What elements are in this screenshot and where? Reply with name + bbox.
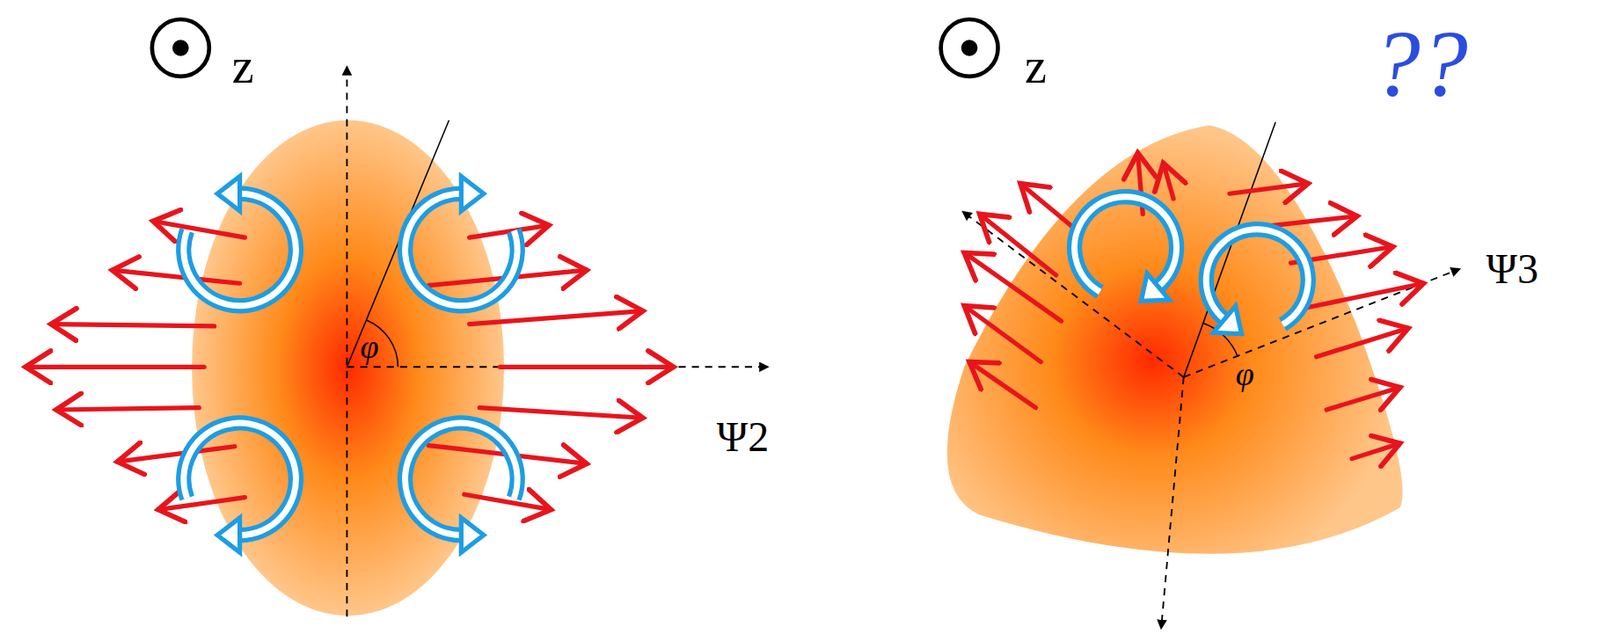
- question-mark: ??: [1373, 15, 1469, 111]
- vortex-arrowhead: [460, 518, 484, 553]
- axes: [346, 67, 768, 618]
- z-axis-symbol: [941, 19, 999, 77]
- vortex-arrowhead: [1212, 306, 1242, 334]
- vortex-arrowhead: [1140, 273, 1169, 301]
- plane-label: Ψ2: [716, 416, 769, 459]
- z-axis-symbol: [152, 19, 210, 77]
- axis-label: z: [232, 41, 255, 91]
- vortex-ring-inner: [1205, 229, 1308, 325]
- axes: [963, 211, 1460, 629]
- vortex-ring: [1205, 229, 1308, 325]
- vortex-ring: [1074, 197, 1177, 293]
- vortex-arrowhead: [217, 518, 241, 553]
- vortex-ring-inner: [1074, 197, 1177, 293]
- axis-label: z: [1024, 41, 1047, 91]
- vortex-arrowhead: [460, 176, 484, 212]
- vorticity-rings: [183, 176, 1308, 554]
- flow-arrows: [964, 153, 1424, 460]
- angle-line: [1183, 122, 1276, 378]
- angle-label: φ: [1235, 357, 1255, 391]
- triangular-fireball: [947, 125, 1403, 555]
- flow-arrows: [25, 221, 674, 511]
- plane-label: Ψ3: [1486, 248, 1539, 291]
- vortex-arrowhead: [217, 176, 241, 212]
- angle-label: φ: [359, 329, 379, 364]
